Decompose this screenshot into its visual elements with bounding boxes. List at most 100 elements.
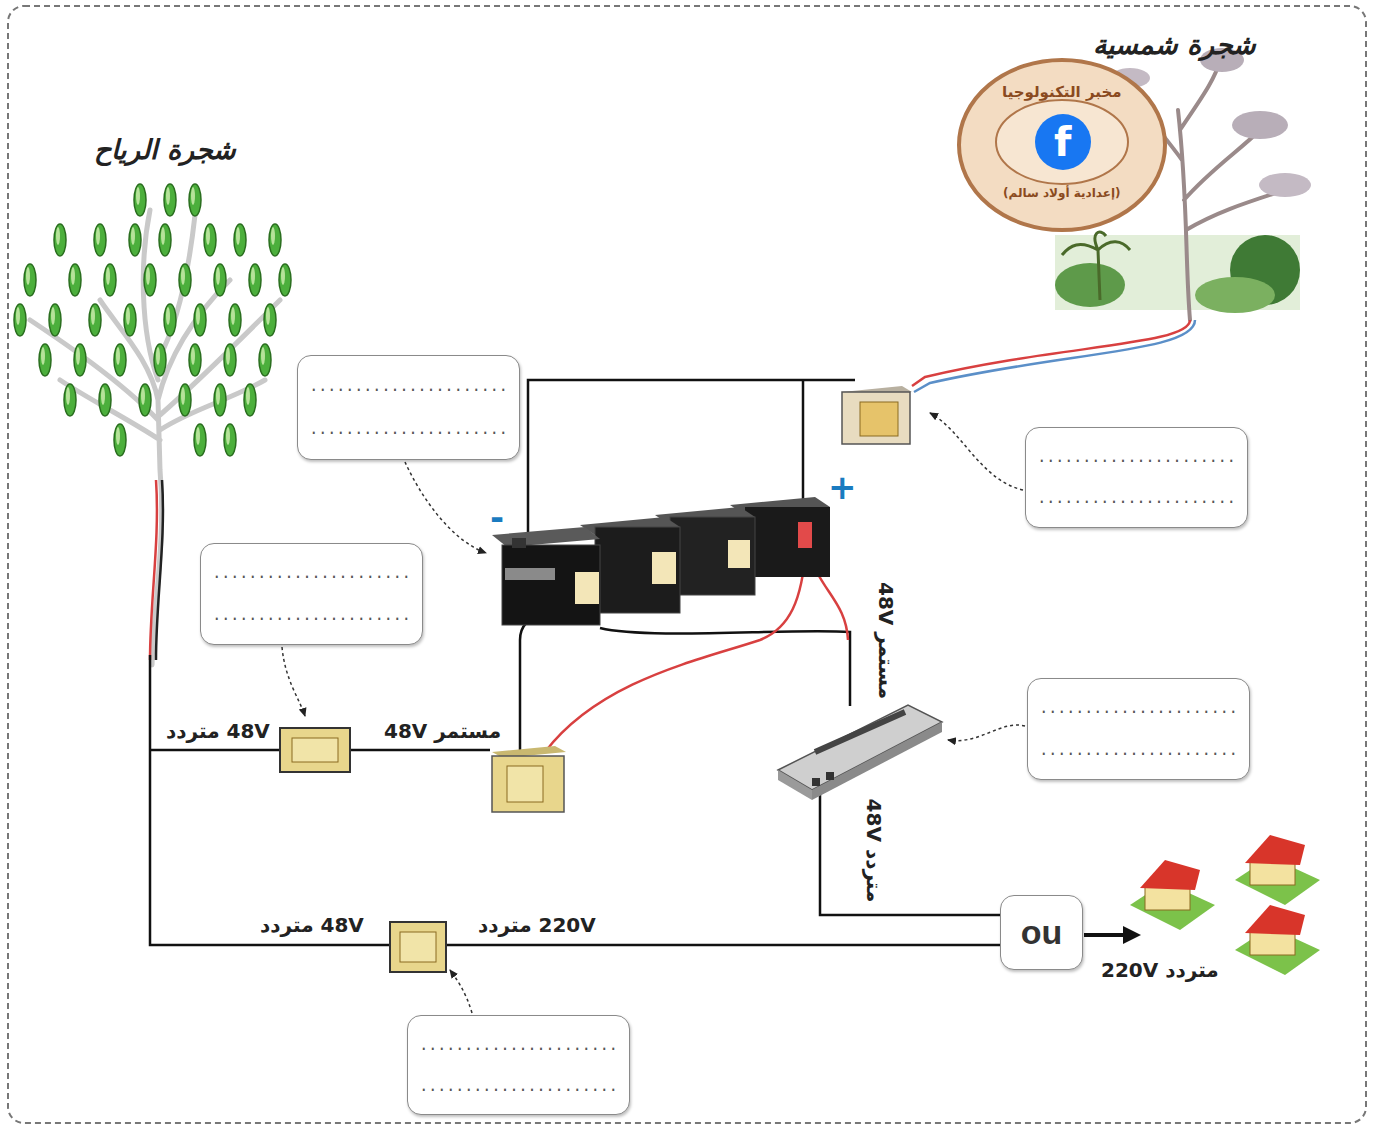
wind-tree-part <box>194 304 206 336</box>
voltage-label: 220V متردد <box>475 914 599 937</box>
logo-stamp <box>959 60 1165 230</box>
wind-tree-part <box>54 224 66 256</box>
wind-tree-part <box>49 304 61 336</box>
wind-tree-part <box>279 264 291 296</box>
solar-tree-part <box>912 320 1190 386</box>
leader-lines-part <box>450 970 472 1013</box>
battery-bank <box>492 497 830 625</box>
wind-tree-part <box>214 384 226 416</box>
wind-tree-part <box>124 304 136 336</box>
voltage-label: مستمر 48V <box>874 579 897 702</box>
wind-tree-part <box>269 224 281 256</box>
rectifier-block-part <box>507 766 543 802</box>
battery-bank-part <box>745 507 830 577</box>
output-arrow-part <box>1123 926 1141 944</box>
solar-charge-controller-part <box>842 392 910 444</box>
transformer-block-part <box>390 922 446 972</box>
output-arrow <box>1084 926 1141 944</box>
black-wires-part <box>150 749 280 752</box>
solar-tree-part <box>914 320 1195 392</box>
logo-stamp-part <box>1035 114 1091 170</box>
choice-box: ou <box>1000 895 1083 970</box>
solar-tree-part <box>1055 263 1125 307</box>
wind-tree-part <box>94 224 106 256</box>
voltage-label: متردد 220V <box>1098 959 1222 982</box>
black-wires-part <box>600 628 850 706</box>
inverter-block-part <box>778 770 812 800</box>
wind-tree-part <box>159 224 171 256</box>
houses-part <box>1245 905 1305 935</box>
wind-tree-part <box>214 264 226 296</box>
frame-border <box>8 6 1366 1123</box>
wind-tree-part <box>259 344 271 376</box>
battery-bank-part <box>575 572 599 604</box>
inverter-block-part <box>815 712 905 752</box>
red-wires-part <box>545 548 806 752</box>
inverter-block-part <box>812 722 942 800</box>
wind-tree-part <box>74 344 86 376</box>
tree-title: شجرة شمسية <box>1093 29 1256 60</box>
blank-line: ...................... <box>1037 448 1236 466</box>
black-wires-part <box>820 790 1000 915</box>
inverter-block <box>778 705 942 800</box>
wind-tree-part <box>204 224 216 256</box>
wind-tree-part <box>164 184 176 216</box>
polarity-sign: - <box>490 498 504 537</box>
blank-line: ...................... <box>419 1036 618 1054</box>
wind-tree-part <box>249 264 261 296</box>
blank-line: ...................... <box>212 606 411 624</box>
voltage-label: 48V متردد <box>257 914 367 937</box>
voltage-label: متردد 48V <box>862 796 885 906</box>
transformer-block <box>390 922 446 972</box>
black-wires-part <box>520 614 545 752</box>
logo-text: (إعدادية أولاد سالم) <box>1003 187 1121 201</box>
houses-part <box>1235 927 1320 975</box>
wind-tree-part <box>144 264 156 296</box>
blank-line: ...................... <box>1039 741 1238 759</box>
black-wires-part <box>350 749 490 752</box>
wind-tree-part <box>39 344 51 376</box>
wind-tree-part <box>164 304 176 336</box>
wind-tree-part <box>264 304 276 336</box>
houses-part <box>1130 882 1215 930</box>
battery-bank-part <box>670 517 755 595</box>
logo-stamp-part <box>996 100 1128 184</box>
black-wires-part <box>150 655 390 945</box>
wind-tree-part <box>156 480 163 660</box>
transformer-block-part <box>400 932 436 962</box>
wind-tree-part <box>224 424 236 456</box>
blank-line: ...................... <box>212 564 411 582</box>
wind-tree-part <box>179 264 191 296</box>
wind-tree-part <box>229 304 241 336</box>
leader-lines-part <box>405 462 486 553</box>
wind-tree-part <box>189 344 201 376</box>
polarity-sign: + <box>828 468 857 507</box>
blank-line: ...................... <box>309 420 508 438</box>
inverter-block-part <box>812 778 820 786</box>
solar-tree-part <box>1062 232 1130 300</box>
wind-tree-part <box>224 344 236 376</box>
blank-line: ...................... <box>1037 489 1236 507</box>
answer-box: ........................................… <box>407 1015 630 1115</box>
rectifier-block <box>492 746 566 812</box>
wind-tree-part <box>89 304 101 336</box>
houses-part <box>1140 860 1200 890</box>
blank-line: ...................... <box>419 1077 618 1095</box>
wind-tree-part <box>179 384 191 416</box>
battery-bank-part <box>502 545 600 625</box>
solar-tree-part <box>1259 173 1311 197</box>
wind-tree-part <box>134 184 146 216</box>
wind-tree-part <box>14 304 26 336</box>
solar-charge-controller-part <box>860 402 898 436</box>
wind-tree-part <box>64 384 76 416</box>
leader-lines <box>282 413 1025 1013</box>
logo-text: مخبر التكنولوجيا <box>1002 84 1122 101</box>
leader-lines-part <box>948 725 1025 741</box>
rectifier-block-part <box>492 756 564 812</box>
inverter-block-part <box>826 772 834 780</box>
converter-block-part <box>292 738 338 762</box>
wind-tree-part <box>129 224 141 256</box>
wind-tree-part <box>234 224 246 256</box>
choice-text: ou <box>1021 913 1063 952</box>
